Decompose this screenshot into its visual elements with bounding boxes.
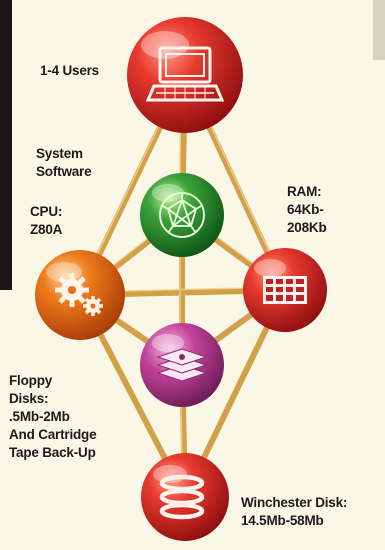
left-edge-bar — [0, 0, 12, 290]
label-winchester-disk: Winchester Disk: 14.5Mb-58Mb — [241, 495, 348, 528]
node-cpu — [35, 250, 125, 340]
node-users — [127, 17, 243, 133]
disk-platters-icon — [159, 474, 205, 520]
stacked-disks-icon — [156, 348, 208, 382]
gears-icon — [55, 273, 103, 316]
label-system-software: System Software — [36, 146, 92, 179]
label-ram: RAM: 64Kb- 208Kb — [287, 184, 327, 235]
terminal-icon — [145, 46, 225, 102]
label-cpu: CPU: Z80A — [30, 204, 63, 237]
geodesic-sphere-icon — [159, 192, 205, 238]
label-users: 1-4 Users — [40, 63, 99, 78]
right-edge-strip — [373, 0, 385, 60]
node-floppy — [140, 323, 224, 407]
node-winchester — [141, 453, 229, 541]
node-software — [140, 173, 224, 257]
node-ram — [243, 248, 327, 332]
memory-grid-icon — [263, 276, 307, 304]
label-floppy-disks: Floppy Disks: .5Mb-2Mb And Cartridge Tap… — [9, 373, 97, 460]
